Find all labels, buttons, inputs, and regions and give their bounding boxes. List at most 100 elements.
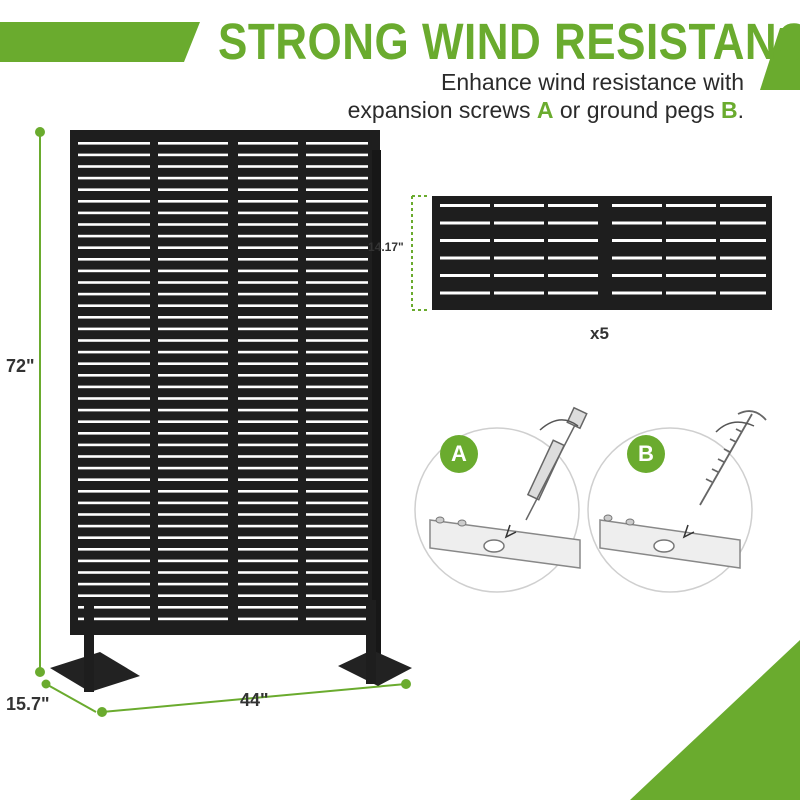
screen-slot <box>238 606 298 609</box>
screen-slot <box>158 501 228 505</box>
panel-slot <box>612 256 662 260</box>
screen-slot <box>238 234 298 238</box>
screen-slot <box>78 513 150 516</box>
screen-slot <box>158 408 228 412</box>
screen-slot <box>306 408 368 412</box>
screen-slot <box>158 316 228 319</box>
screen-slot <box>78 234 150 238</box>
screen-slot <box>78 165 150 168</box>
screen-slot <box>158 582 228 586</box>
panel-slot <box>720 221 766 225</box>
screen-slot <box>238 292 298 296</box>
panel-slot <box>440 256 490 260</box>
single-panel-slots <box>440 204 766 295</box>
screen-slot <box>158 548 228 551</box>
screen-slot <box>158 223 228 226</box>
header-banner-left <box>0 22 200 62</box>
screen-slot <box>78 304 150 307</box>
panel-slot <box>548 204 598 207</box>
screen-slot <box>158 188 228 191</box>
screen-slot <box>306 478 368 481</box>
screen-slot <box>78 374 150 377</box>
right-leg <box>366 600 376 684</box>
panel-height-bracket <box>411 195 428 311</box>
screen-slot <box>158 246 228 249</box>
privacy-screen <box>50 130 412 692</box>
rotate-arrow-a <box>539 419 579 431</box>
panel-slot <box>720 204 766 207</box>
screen-slot <box>306 234 368 238</box>
screen-slot <box>78 362 150 365</box>
depth-dimension-line <box>41 679 97 713</box>
screen-slot <box>238 466 298 470</box>
panel-slot <box>440 274 490 277</box>
subtitle-line-1: Enhance wind resistance with <box>441 69 744 95</box>
screen-panel <box>70 130 380 635</box>
screen-slot <box>306 316 368 319</box>
screen-slot <box>78 490 150 493</box>
screen-slot <box>158 234 228 238</box>
panel-slot <box>720 274 766 277</box>
screen-slot <box>238 582 298 586</box>
screen-slot <box>306 548 368 551</box>
screen-slot <box>306 385 368 389</box>
screen-slot <box>238 246 298 249</box>
subtitle-part-1: expansion screws <box>347 97 537 123</box>
screen-slot <box>78 617 150 621</box>
screen-slot <box>158 211 228 215</box>
screen-slot <box>78 501 150 505</box>
screen-slot <box>238 200 298 203</box>
screen-slot <box>238 339 298 342</box>
subtitle-end: . <box>737 97 744 123</box>
screen-slot <box>78 408 150 412</box>
screen-slot <box>158 432 228 435</box>
screen-slot <box>306 269 368 273</box>
screen-slot <box>78 188 150 191</box>
screen-slot <box>158 524 228 528</box>
screen-slot <box>238 420 298 423</box>
screen-slot <box>78 176 150 180</box>
rotate-arrow-b <box>715 421 755 433</box>
headline: STRONG WIND RESISTANCE <box>218 14 800 71</box>
panel-slot <box>440 204 490 207</box>
left-leg <box>84 600 94 692</box>
screen-slot <box>158 397 228 400</box>
screen-slot <box>238 432 298 435</box>
height-dimension-line <box>35 127 45 677</box>
screen-slot <box>306 211 368 215</box>
screen-slot <box>78 258 150 261</box>
left-foot <box>50 652 140 692</box>
panel-slot <box>612 291 662 295</box>
screen-slot <box>306 455 368 458</box>
screen-slot <box>306 142 368 145</box>
screen-slot <box>306 606 368 609</box>
screen-slot <box>78 455 150 458</box>
screen-slot <box>78 281 150 284</box>
panel-slot <box>494 256 544 260</box>
screen-slot <box>158 455 228 458</box>
screen-slot <box>158 443 228 447</box>
screen-slot <box>78 200 150 203</box>
screen-slot <box>306 432 368 435</box>
panel-slot <box>494 274 544 277</box>
subtitle-line-2: expansion screws A or ground pegs B. <box>304 96 744 124</box>
panel-slot <box>666 274 716 277</box>
screen-slot <box>306 223 368 226</box>
panel-slot <box>548 221 598 225</box>
screen-slot <box>78 211 150 215</box>
expansion-screw-detail <box>414 406 588 593</box>
screen-slot <box>238 223 298 226</box>
screen-slot <box>238 501 298 505</box>
ground-peg-detail <box>587 410 767 593</box>
panel-slot <box>720 291 766 295</box>
panel-slot <box>440 239 490 242</box>
panel-slot <box>548 256 598 260</box>
screen-slot <box>306 339 368 342</box>
screen-slot <box>158 385 228 389</box>
subtitle: Enhance wind resistance with expansion s… <box>304 68 744 124</box>
screen-slot <box>238 327 298 331</box>
screen-slot <box>158 571 228 574</box>
screen-slot <box>238 617 298 621</box>
panel-slot <box>612 274 662 277</box>
screen-slot <box>78 466 150 470</box>
